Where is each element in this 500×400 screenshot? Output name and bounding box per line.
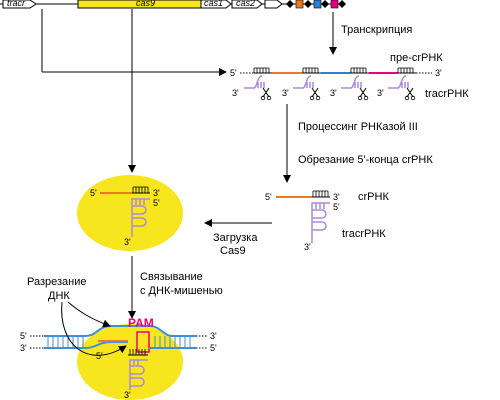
five-prime-end: 5' — [230, 68, 237, 78]
five-prime-end: 5' — [153, 198, 160, 208]
dna-bottom-strand — [44, 341, 196, 349]
cleavage-arrow-top — [67, 301, 111, 328]
three-prime-end: 3' — [153, 188, 160, 198]
five-prime-end: 5' — [20, 331, 27, 341]
spacer-block — [295, 0, 304, 9]
five-prime-end: 5' — [265, 192, 272, 202]
target-dna: 5' 3' 3' 5' PAM — [20, 316, 217, 353]
tracr-gene — [2, 0, 37, 9]
three-prime-end: 3' — [210, 331, 217, 341]
pam-label: PAM — [128, 316, 154, 330]
dna-top-strand — [44, 325, 196, 337]
three-prime-end: 3' — [435, 68, 442, 78]
three-prime-end: 3' — [20, 343, 27, 353]
tracrrna-label-2: tracrРНК — [342, 228, 386, 240]
repeat-diamond — [338, 0, 346, 8]
mature-crrna-complex: 5' 3' 5' 3' — [265, 190, 340, 252]
three-prime-end: 3' — [124, 390, 131, 400]
five-prime-end: 5' — [210, 343, 217, 353]
hairpin — [253, 67, 270, 73]
three-prime-end: 3' — [282, 88, 289, 98]
unknown-gene — [264, 0, 283, 9]
repeat-diamond — [286, 0, 294, 8]
three-prime-end: 3' — [377, 88, 384, 98]
pam-box — [136, 331, 150, 353]
repeat-diamond — [321, 0, 329, 8]
crrna-label: crРНК — [358, 191, 389, 203]
transcription-label: Транскрипция — [341, 24, 412, 36]
hairpin — [302, 67, 319, 73]
cleavage-label-line2: ДНК — [48, 290, 70, 302]
tracrrna-structure — [311, 202, 330, 243]
three-prime-end: 3' — [304, 242, 311, 252]
tracrrna-copies — [244, 75, 409, 89]
processing-label: Процессинг РНКазой III — [298, 121, 418, 133]
five-prime-end: 5' — [90, 188, 97, 198]
binding-label-line2: с ДНК-мишенью — [140, 285, 223, 297]
spacer-block — [313, 0, 322, 9]
hairpin — [397, 67, 414, 73]
scissors-icon — [357, 87, 369, 101]
cas1-gene-label: cas1 — [204, 0, 223, 8]
cas2-gene-label: cas2 — [236, 0, 255, 8]
cas1-gene — [200, 0, 232, 9]
scissors-icon — [309, 87, 321, 101]
scissors-icon — [404, 87, 416, 101]
three-prime-end: 3' — [124, 237, 131, 247]
cleavage-label-line1: Разрезание — [27, 276, 87, 288]
spacer-block — [330, 0, 339, 9]
cleavage-arrow-bottom — [61, 301, 127, 356]
guide-rna-on-dna: 5' 3' — [96, 340, 148, 400]
crispr-locus: tracr cas9 cas1 cas2 — [0, 0, 346, 9]
three-prime-end: 3' — [330, 88, 337, 98]
cas9-gene-label: cas9 — [136, 0, 155, 8]
trimming-label: Обрезание 5'-конца crРНК — [298, 154, 433, 166]
pre-crrna-label: пре-crРНК — [390, 52, 443, 64]
five-prime-end: 5' — [96, 351, 103, 361]
loading-label-line1: Загрузка — [213, 232, 258, 244]
hairpin — [350, 67, 367, 73]
tracr-gene-label: tracr — [7, 0, 26, 8]
scissors-icon — [260, 87, 272, 101]
pre-crrna: 5' 3' 3' 3' 3' 3' — [230, 67, 442, 101]
cas2-gene — [231, 0, 263, 9]
crispr-array — [286, 0, 346, 9]
binding-label-line1: Связывание — [140, 271, 203, 283]
tracrrna-label: tracrРНК — [425, 88, 469, 100]
loading-label-line2: Cas9 — [220, 245, 246, 257]
three-prime-end: 3' — [232, 88, 239, 98]
dna-basepair-ticks — [47, 336, 191, 348]
repeat-diamond — [304, 0, 312, 8]
cas9-bound-rna: 5' 3' 5' 3' — [90, 186, 160, 247]
five-prime-end: 5' — [333, 202, 340, 212]
three-prime-end: 3' — [333, 192, 340, 202]
